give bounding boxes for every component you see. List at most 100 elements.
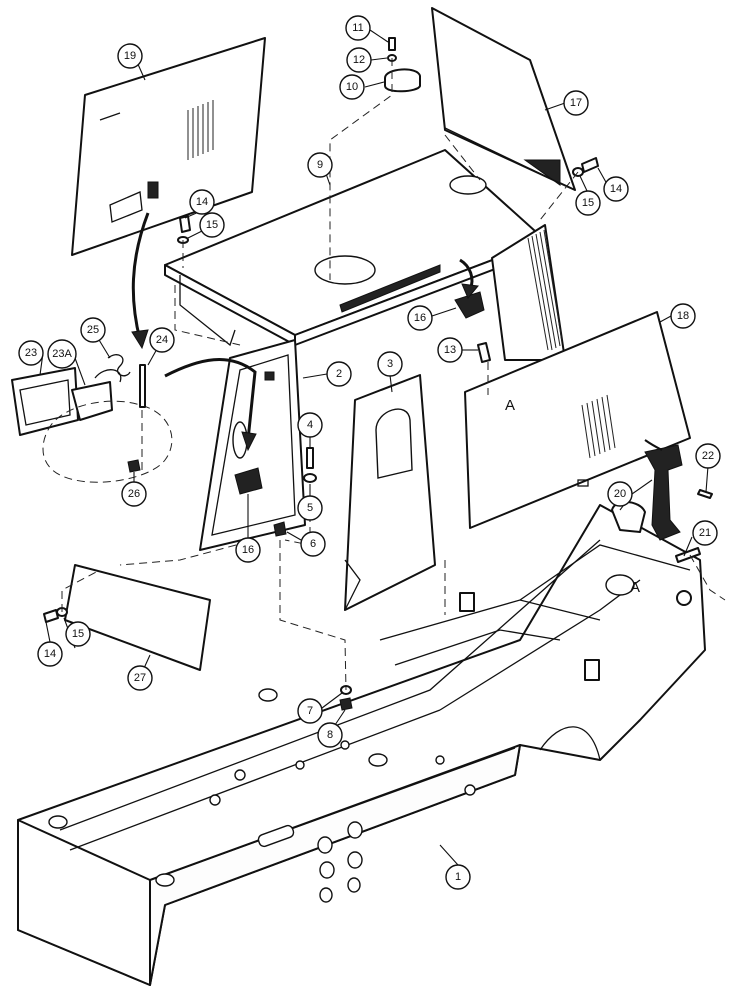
svg-text:25: 25 — [87, 324, 99, 336]
svg-text:7: 7 — [307, 705, 313, 717]
callout-19: 19 — [117, 43, 143, 69]
callout-1: 1 — [445, 864, 471, 890]
frame-round-hole — [347, 821, 363, 839]
bolt-24 — [139, 364, 146, 408]
frame-mark-a: A — [630, 579, 640, 596]
callout-11: 11 — [345, 15, 371, 41]
svg-text:27: 27 — [134, 672, 146, 684]
callout-20: 20 — [607, 481, 633, 507]
bolt-14-upper — [179, 215, 191, 233]
right-door-panel — [431, 7, 576, 191]
cover-plug — [384, 68, 421, 93]
svg-text:15: 15 — [72, 628, 84, 640]
callout-15-right: 15 — [575, 190, 601, 216]
callout-14-lower: 14 — [37, 641, 63, 667]
bolt-4 — [306, 447, 314, 469]
center-pillar — [344, 374, 436, 611]
svg-text:4: 4 — [307, 419, 313, 431]
callout-14-right: 14 — [603, 176, 629, 202]
callout-15-lower: 15 — [65, 621, 91, 647]
svg-text:26: 26 — [128, 488, 140, 500]
callout-9: 9 — [307, 152, 333, 178]
assembly-arrows — [131, 212, 663, 452]
callout-8: 8 — [317, 722, 343, 748]
frame-round-hole — [347, 851, 363, 869]
pin-21 — [675, 547, 701, 563]
left-door-panel — [71, 37, 266, 256]
svg-text:17: 17 — [570, 97, 582, 109]
callout-24: 24 — [149, 327, 175, 353]
svg-text:1: 1 — [455, 871, 461, 883]
svg-text:8: 8 — [327, 729, 333, 741]
svg-text:2: 2 — [336, 368, 342, 380]
frame-round-hole — [317, 836, 333, 854]
svg-text:14: 14 — [610, 183, 622, 195]
nut-6 — [273, 521, 287, 537]
assembly-guide-lines — [61, 58, 726, 691]
callout-18: 18 — [670, 303, 696, 329]
svg-text:18: 18 — [677, 310, 689, 322]
callout-21: 21 — [692, 520, 718, 546]
svg-text:14: 14 — [196, 196, 208, 208]
svg-text:11: 11 — [352, 22, 363, 34]
frame-round-hole — [347, 877, 361, 893]
svg-text:14: 14 — [44, 648, 56, 660]
svg-text:9: 9 — [317, 159, 323, 171]
bolt-14-right — [581, 157, 599, 173]
svg-text:16: 16 — [414, 312, 426, 324]
callout-16-lower: 16 — [235, 537, 261, 563]
callout-13: 13 — [437, 337, 463, 363]
bracket-16-upper — [454, 291, 485, 319]
callout-12: 12 — [346, 47, 372, 73]
svg-text:23A: 23A — [52, 348, 72, 360]
svg-text:22: 22 — [702, 450, 714, 462]
callout-2: 2 — [326, 361, 352, 387]
svg-text:21: 21 — [699, 527, 711, 539]
callout-3: 3 — [377, 351, 403, 377]
svg-text:5: 5 — [307, 502, 313, 514]
svg-text:24: 24 — [156, 334, 168, 346]
callout-26: 26 — [121, 481, 147, 507]
callout-10: 10 — [339, 74, 365, 100]
bolt-13 — [477, 342, 491, 363]
callout-25: 25 — [80, 317, 106, 343]
callout-23a: 23A — [47, 339, 77, 369]
callout-7: 7 — [297, 698, 323, 724]
svg-text:3: 3 — [387, 358, 393, 370]
bolt-11 — [388, 37, 396, 51]
svg-text:16: 16 — [242, 544, 254, 556]
left-support-post — [199, 339, 306, 551]
callout-23: 23 — [18, 340, 44, 366]
svg-text:10: 10 — [346, 81, 358, 93]
frame-round-hole — [319, 887, 333, 903]
callout-14-upper: 14 — [189, 189, 215, 215]
svg-text:15: 15 — [206, 219, 218, 231]
side-panel-mark-a: A — [505, 397, 515, 414]
callout-27: 27 — [127, 665, 153, 691]
bracket-16-lower — [234, 467, 263, 495]
callout-15-upper: 15 — [199, 212, 225, 238]
callout-5: 5 — [297, 495, 323, 521]
bolt-14-lower — [43, 609, 59, 623]
frame-slot-hole — [257, 824, 295, 848]
nut-8 — [339, 697, 353, 711]
svg-text:6: 6 — [310, 538, 316, 550]
pin-22 — [697, 489, 713, 499]
svg-text:12: 12 — [353, 54, 365, 66]
callout-22: 22 — [695, 443, 721, 469]
callout-4: 4 — [297, 412, 323, 438]
svg-text:20: 20 — [614, 488, 626, 500]
callout-6: 6 — [300, 531, 326, 557]
spring-25 — [107, 354, 131, 377]
rear-side-panel — [464, 311, 691, 529]
callout-17: 17 — [563, 90, 589, 116]
callout-16-upper: 16 — [407, 305, 433, 331]
front-access-plate — [64, 564, 211, 671]
nut-26 — [127, 459, 141, 473]
svg-text:19: 19 — [124, 50, 136, 62]
filler-cap-assembly — [11, 367, 173, 483]
svg-text:13: 13 — [444, 344, 456, 356]
washer-5 — [303, 473, 317, 483]
main-frame — [17, 504, 706, 986]
